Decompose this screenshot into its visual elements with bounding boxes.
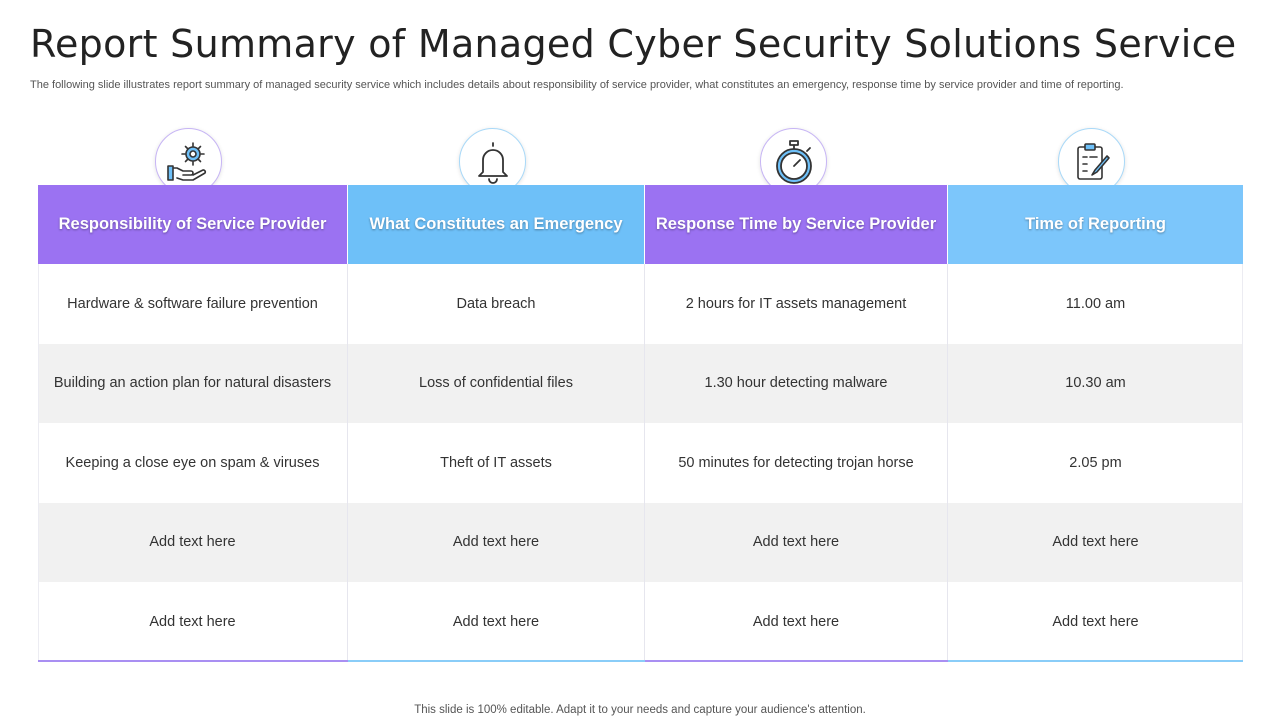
table-cell: Add text here (452, 613, 540, 630)
table-cell: 1.30 hour detecting malware (704, 375, 888, 392)
stopwatch-icon (760, 128, 827, 195)
hand-gear-icon (155, 128, 222, 195)
table-row: Hardware & software failure prevention D… (38, 264, 1243, 344)
page-title: Report Summary of Managed Cyber Security… (30, 22, 1237, 66)
table-border-right (1242, 264, 1243, 662)
table-cell: Building an action plan for natural disa… (53, 375, 332, 392)
column-divider (947, 264, 948, 662)
table-row: Add text here Add text here Add text her… (38, 582, 1243, 662)
header-emergency: What Constitutes an Emergency (348, 185, 644, 264)
table-cell: Add text here (752, 613, 840, 630)
table-header-row: Responsibility of Service Provider What … (38, 185, 1243, 264)
header-responsibility: Responsibility of Service Provider (38, 185, 347, 264)
table-cell: Theft of IT assets (440, 454, 552, 471)
table-cell: Data breach (456, 295, 536, 312)
table-cell: 10.30 am (1065, 375, 1126, 392)
header-response-time: Response Time by Service Provider (645, 185, 947, 264)
table-cell: Add text here (149, 534, 236, 551)
column-divider (644, 264, 645, 662)
table-cell: Add text here (752, 534, 840, 551)
report-table: Responsibility of Service Provider What … (38, 185, 1243, 662)
table-cell: Add text here (452, 534, 540, 551)
table-row: Building an action plan for natural disa… (38, 343, 1243, 423)
table-border-left (38, 264, 39, 662)
table-cell: 2.05 pm (1069, 454, 1122, 471)
header-time-of-reporting: Time of Reporting (948, 185, 1243, 264)
table-row: Add text here Add text here Add text her… (38, 502, 1243, 582)
clipboard-pencil-icon (1058, 128, 1125, 195)
table-cell: Keeping a close eye on spam & viruses (65, 454, 320, 471)
table-bottom-border (38, 660, 1243, 662)
column-divider (347, 264, 348, 662)
bell-icon (459, 128, 526, 195)
table-cell: Add text here (149, 613, 236, 630)
table-cell: Loss of confidential files (419, 375, 573, 392)
footer-note: This slide is 100% editable. Adapt it to… (414, 704, 866, 716)
table-cell: Add text here (1052, 613, 1139, 630)
table-cell: 11.00 am (1065, 295, 1126, 312)
page-subtitle: The following slide illustrates report s… (30, 79, 1124, 91)
table-cell: 2 hours for IT assets management (685, 295, 907, 312)
table-cell: 50 minutes for detecting trojan horse (678, 454, 914, 471)
table-cell: Hardware & software failure prevention (67, 295, 318, 312)
table-row: Keeping a close eye on spam & viruses Th… (38, 423, 1243, 503)
table-cell: Add text here (1052, 534, 1139, 551)
